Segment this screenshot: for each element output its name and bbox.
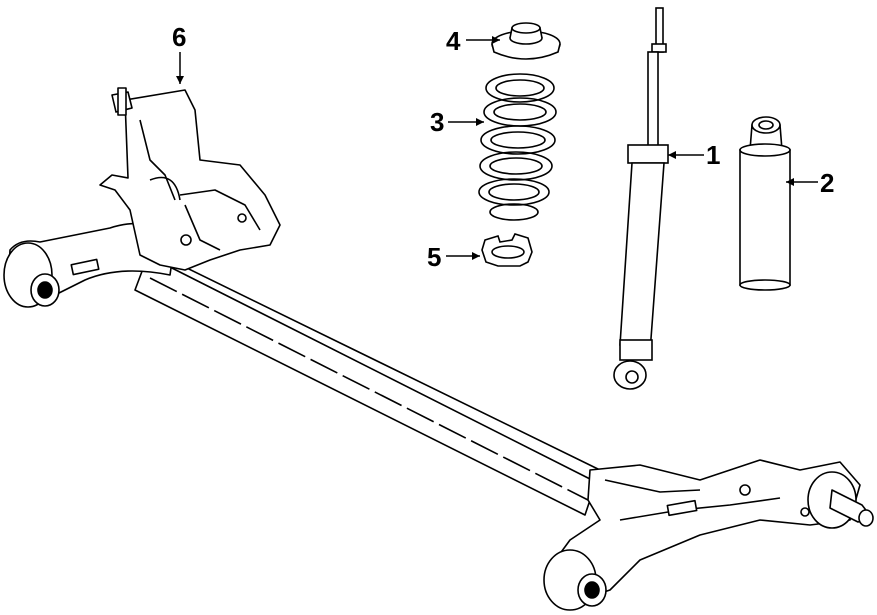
shock-absorber [613,7,669,390]
bump-stop-boot [739,116,791,291]
callout-4: 4 [446,26,500,56]
callout-label-5: 5 [427,242,441,272]
callout-3: 3 [430,107,484,137]
callout-label-3: 3 [430,107,444,137]
lower-spring-insulator [481,233,533,267]
upper-spring-seat [491,22,561,60]
callout-label-1: 1 [706,140,720,170]
callout-2: 2 [786,168,834,198]
callout-1: 1 [668,140,720,170]
callout-6: 6 [172,22,186,84]
callout-label-6: 6 [172,22,186,52]
callout-label-4: 4 [446,26,461,56]
rear-axle-beam [3,87,874,611]
callout-label-2: 2 [820,168,834,198]
callout-5: 5 [427,242,480,272]
coil-spring [478,73,557,221]
